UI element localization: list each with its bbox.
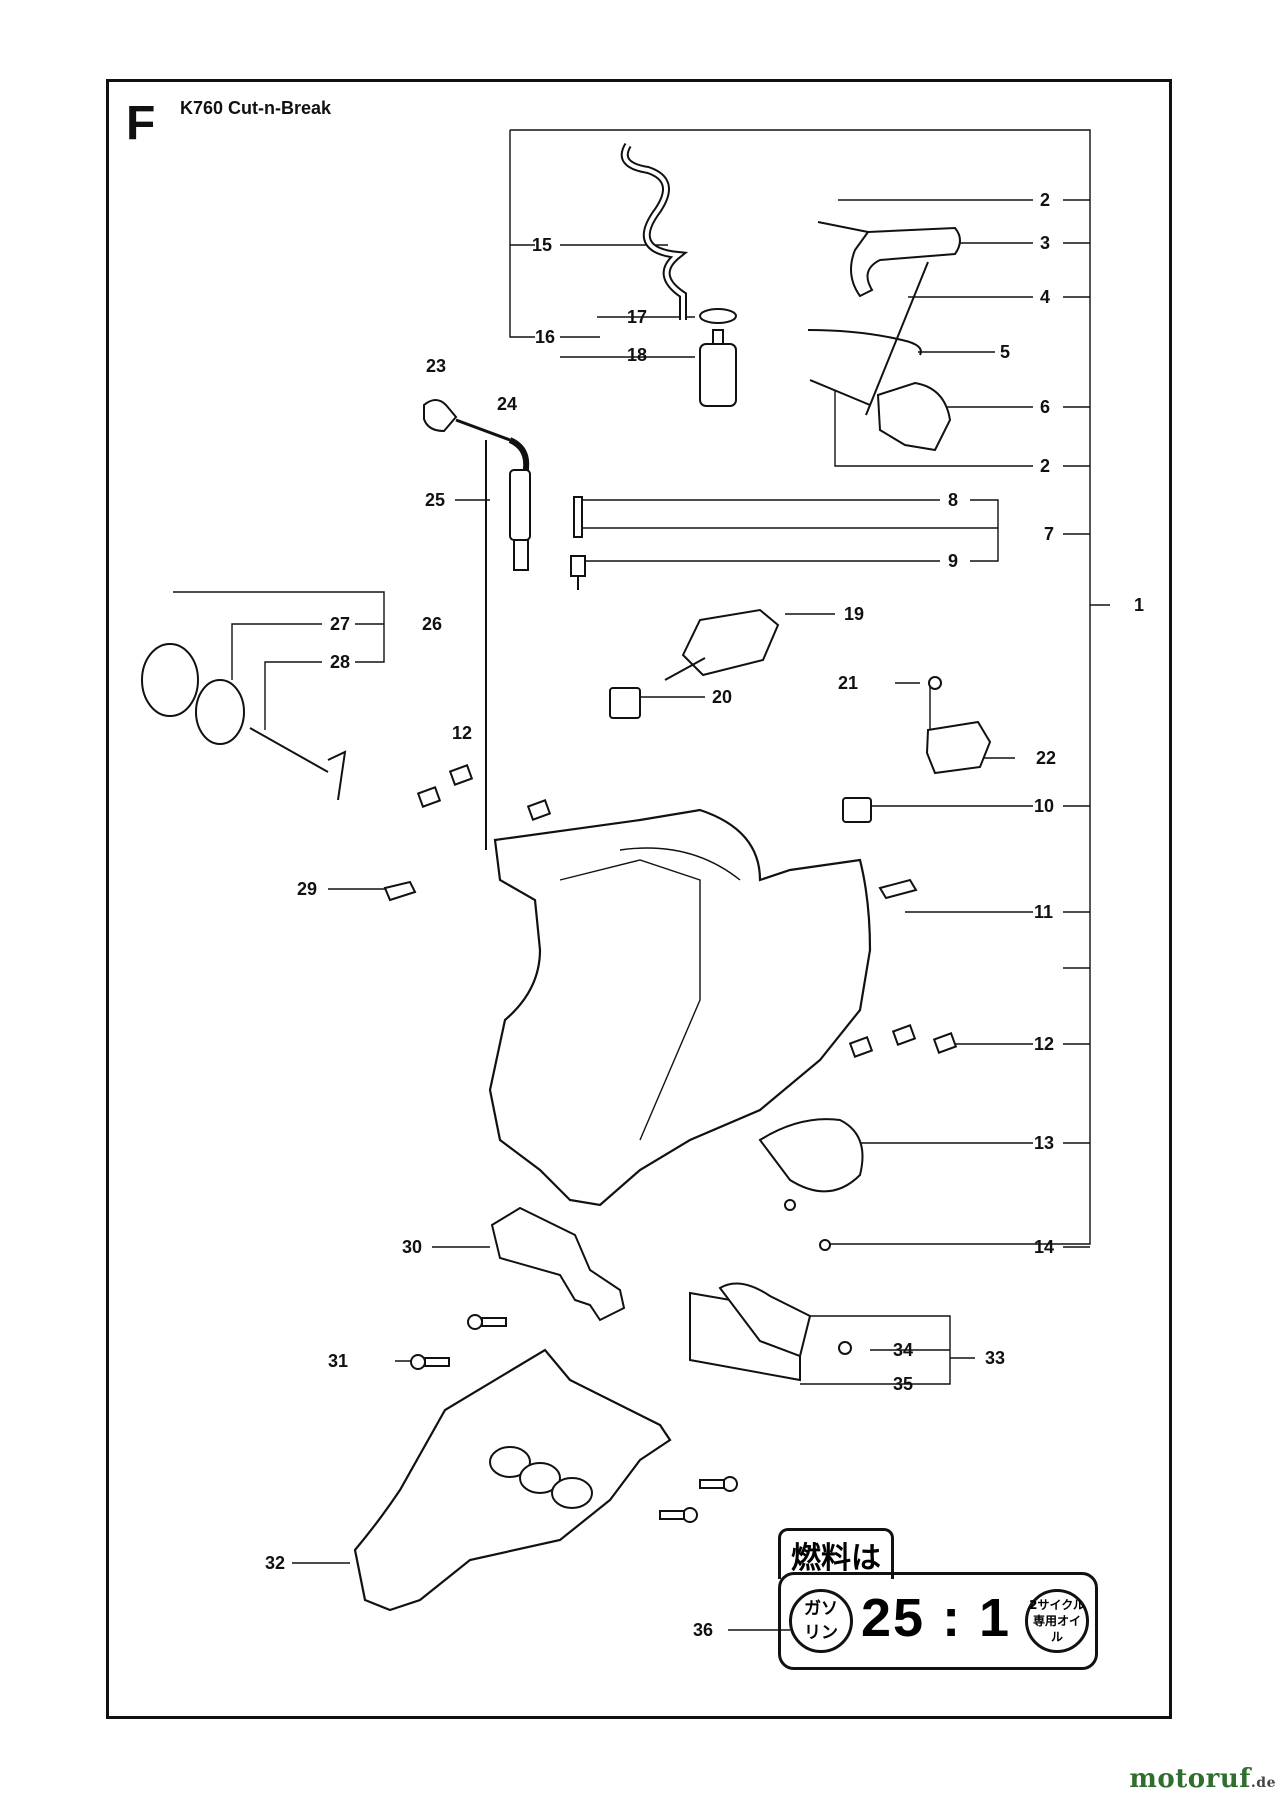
callout-8: 8 — [948, 490, 959, 510]
callout-31: 31 — [328, 1351, 349, 1371]
callout-12-right: 12 — [1034, 1034, 1055, 1054]
two-stroke-oil-badge: 2サイクル 専用オイル — [1025, 1589, 1089, 1653]
callout-4: 4 — [1040, 287, 1051, 307]
fuel-ratio-label: 燃料は ガソ リン 25 : 1 2サイクル 専用オイル — [778, 1528, 1098, 1676]
callout-18: 18 — [627, 345, 648, 365]
callout-5: 5 — [1000, 342, 1011, 362]
watermark-logo: motoruf.de — [1129, 1764, 1276, 1794]
callout-26: 26 — [422, 614, 443, 634]
callout-9: 9 — [948, 551, 959, 571]
callout-21: 21 — [838, 673, 859, 693]
section-letter: F — [126, 97, 156, 150]
bracket-16 — [509, 130, 535, 338]
callout-13: 13 — [1034, 1133, 1055, 1153]
callout-28: 28 — [330, 652, 351, 672]
callout-16: 16 — [535, 327, 556, 347]
watermark-brand: motoruf — [1129, 1764, 1251, 1794]
callout-15: 15 — [532, 235, 553, 255]
fuel-label-body: ガソ リン 25 : 1 2サイクル 専用オイル — [778, 1572, 1098, 1670]
callout-2-top: 2 — [1040, 190, 1051, 210]
callout-17: 17 — [627, 307, 648, 327]
callout-2-bottom: 2 — [1040, 456, 1051, 476]
callout-3: 3 — [1040, 233, 1051, 253]
callout-24: 24 — [497, 394, 518, 414]
gasoline-badge: ガソ リン — [789, 1589, 853, 1653]
callout-27: 27 — [330, 614, 351, 634]
diagram-title: K760 Cut-n-Break — [180, 98, 332, 118]
callout-20: 20 — [712, 687, 733, 707]
callout-33: 33 — [985, 1348, 1006, 1368]
callout-7: 7 — [1044, 524, 1055, 544]
callout-30: 30 — [402, 1237, 423, 1257]
callout-12-left: 12 — [452, 723, 473, 743]
callout-19: 19 — [844, 604, 865, 624]
callout-14: 14 — [1034, 1237, 1055, 1257]
callout-10: 10 — [1034, 796, 1055, 816]
callout-32: 32 — [265, 1553, 286, 1573]
callout-6: 6 — [1040, 397, 1051, 417]
callout-29: 29 — [297, 879, 318, 899]
callout-36: 36 — [693, 1620, 714, 1640]
callout-23: 23 — [426, 356, 447, 376]
watermark-tld: .de — [1250, 1775, 1276, 1791]
callout-22: 22 — [1036, 748, 1057, 768]
fuel-label-heading: 燃料は — [778, 1528, 894, 1579]
callout-25: 25 — [425, 490, 446, 510]
callout-1: 1 — [1134, 595, 1145, 615]
callout-11: 11 — [1034, 902, 1054, 922]
bracket-1 — [510, 129, 1091, 1245]
callout-35: 35 — [893, 1374, 914, 1394]
mix-ratio: 25 : 1 — [861, 1588, 1012, 1648]
callout-34: 34 — [893, 1340, 914, 1360]
diagram-frame — [106, 79, 1172, 1719]
